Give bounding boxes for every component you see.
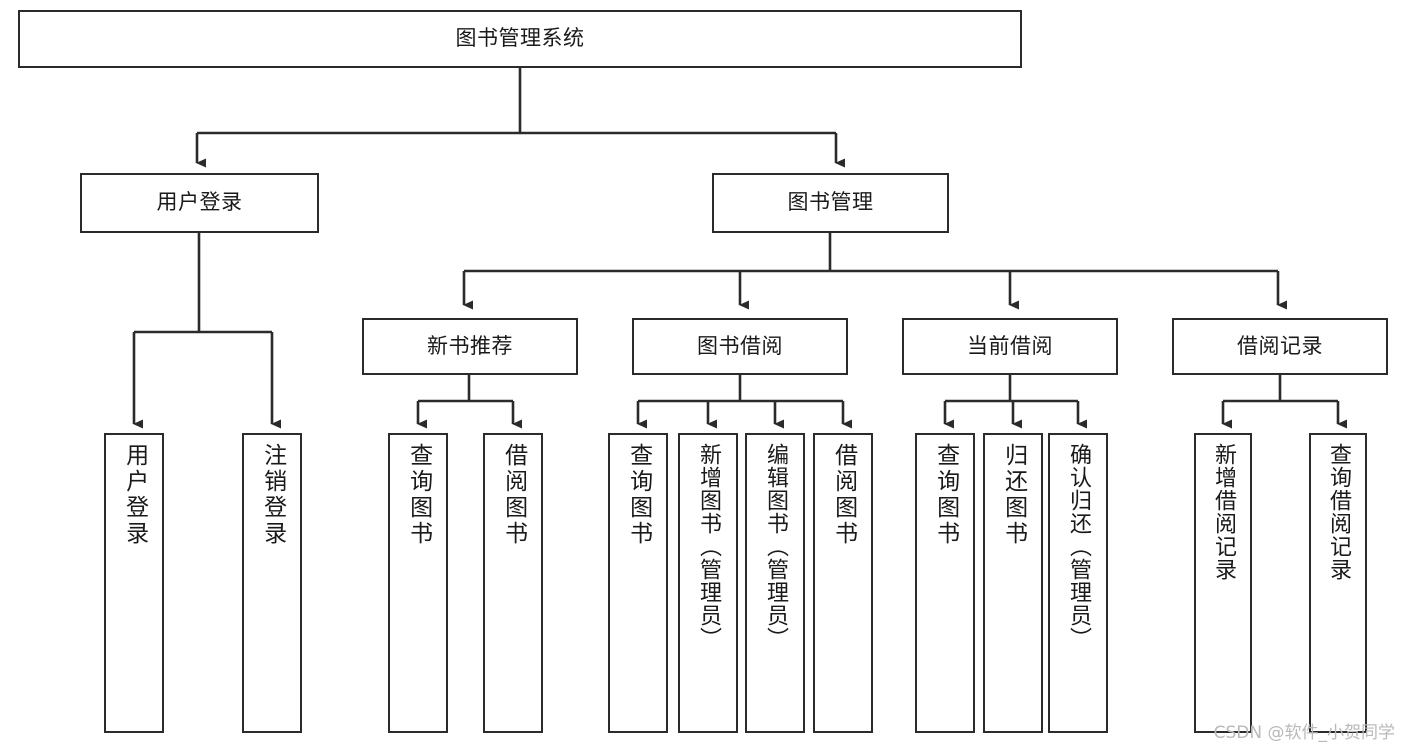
leaf-borrow-book[interactable]: 借阅图书 xyxy=(813,433,873,733)
node-user-login[interactable]: 用户登录 xyxy=(80,173,319,233)
leaf-query-book-current[interactable]: 查询图书 xyxy=(915,433,975,733)
node-label: 图书管理系统 xyxy=(455,26,585,51)
node-label: 当前借阅 xyxy=(967,333,1053,358)
node-label: 新增借阅记录 xyxy=(1210,443,1236,581)
node-label: 确认归还（管理员） xyxy=(1065,443,1091,650)
leaf-return-book[interactable]: 归还图书 xyxy=(983,433,1043,733)
node-book-borrow[interactable]: 图书借阅 xyxy=(632,318,848,375)
node-current-borrow[interactable]: 当前借阅 xyxy=(902,318,1118,375)
leaf-query-borrow-record[interactable]: 查询借阅记录 xyxy=(1309,433,1367,733)
csdn-watermark: CSDN @软件_小贺同学 xyxy=(1213,723,1395,743)
leaf-user-login[interactable]: 用户登录 xyxy=(104,433,164,733)
node-label: 图书借阅 xyxy=(697,333,783,358)
leaf-edit-book-admin[interactable]: 编辑图书（管理员） xyxy=(745,433,805,733)
node-label: 编辑图书（管理员） xyxy=(762,443,788,650)
node-label: 查询图书 xyxy=(625,443,652,547)
node-label: 借阅图书 xyxy=(830,443,857,547)
node-label: 查询借阅记录 xyxy=(1325,443,1351,581)
node-label: 注销登录 xyxy=(259,443,286,547)
leaf-borrow-book-recommend[interactable]: 借阅图书 xyxy=(483,433,543,733)
leaf-query-book-borrow[interactable]: 查询图书 xyxy=(608,433,668,733)
node-new-book-recommend[interactable]: 新书推荐 xyxy=(362,318,578,375)
leaf-add-borrow-record[interactable]: 新增借阅记录 xyxy=(1194,433,1252,733)
node-label: 查询图书 xyxy=(932,443,959,547)
node-root-system[interactable]: 图书管理系统 xyxy=(18,10,1022,68)
node-label: 图书管理 xyxy=(787,190,874,215)
node-label: 归还图书 xyxy=(1000,443,1027,547)
leaf-query-book-recommend[interactable]: 查询图书 xyxy=(388,433,448,733)
leaf-logout[interactable]: 注销登录 xyxy=(242,433,302,733)
leaf-add-book-admin[interactable]: 新增图书（管理员） xyxy=(678,433,738,733)
node-borrow-record[interactable]: 借阅记录 xyxy=(1172,318,1388,375)
node-label: 用户登录 xyxy=(156,190,243,215)
node-label: 用户登录 xyxy=(121,443,148,547)
node-label: 借阅图书 xyxy=(500,443,527,547)
node-label: 借阅记录 xyxy=(1237,333,1323,358)
node-book-management[interactable]: 图书管理 xyxy=(712,173,949,233)
node-label: 新增图书（管理员） xyxy=(695,443,721,650)
node-label: 新书推荐 xyxy=(427,333,513,358)
leaf-confirm-return-admin[interactable]: 确认归还（管理员） xyxy=(1048,433,1108,733)
node-label: 查询图书 xyxy=(405,443,432,547)
